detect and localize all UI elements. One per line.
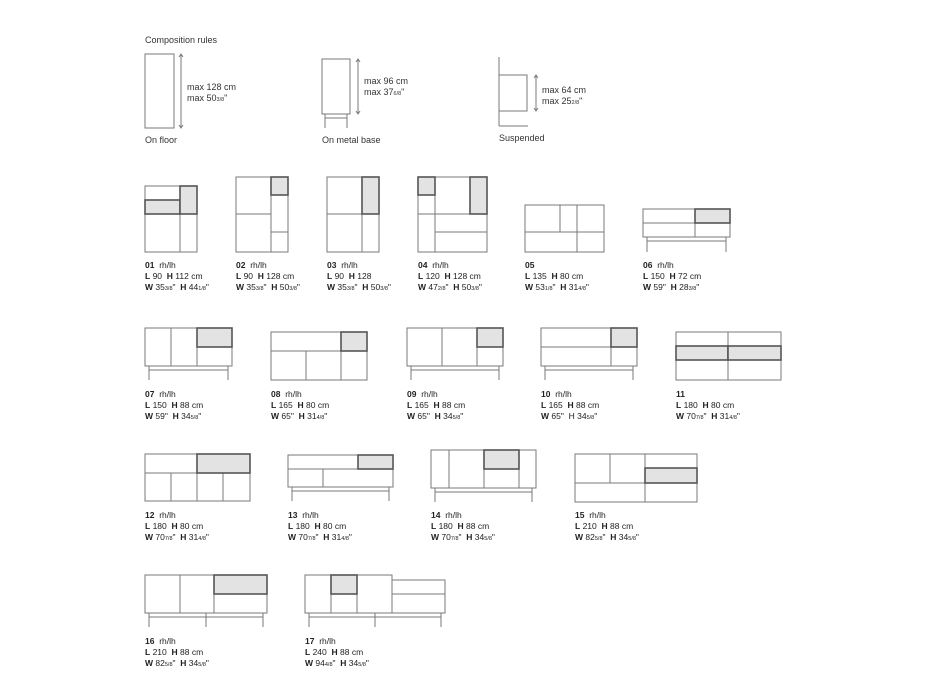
diagram-10	[540, 327, 638, 380]
diagram-17	[304, 574, 446, 627]
caption-14: 14 rh/lh L 180 H 88 cm W 707/8" H 345/8"	[431, 510, 495, 542]
diagram-06	[642, 208, 731, 252]
caption-09: 09 rh/lh L 165 H 88 cm W 65" H 345/8"	[407, 389, 466, 421]
caption-07: 07 rh/lh L 150 H 88 cm W 59" H 345/8"	[145, 389, 204, 421]
caption-10: 10 rh/lh L 165 H 88 cm W 65" H 345/8"	[541, 389, 600, 421]
rule-suspended-label: Suspended	[499, 133, 545, 143]
caption-12: 12 rh/lh L 180 H 80 cm W 707/8" H 314/8"	[145, 510, 209, 542]
caption-17: 17 rh/lh L 240 H 88 cm W 944/8" H 345/8"	[305, 636, 369, 668]
caption-02: 02 rh/lh L 90 H 128 cm W 353/8" H 503/8"	[236, 260, 300, 292]
caption-04: 04 rh/lh L 120 H 128 cm W 472/8" H 503/8…	[418, 260, 482, 292]
rule-on-floor-dims: max 128 cm max 503/8"	[187, 82, 237, 103]
rule-on-floor-label: On floor	[145, 135, 178, 145]
diagram-11	[675, 331, 782, 381]
rule-metal-base-dims: max 96 cm max 376/8"	[364, 76, 409, 97]
diagram-08	[270, 331, 368, 381]
diagram-02	[235, 176, 289, 253]
caption-06: 06 rh/lh L 150 H 72 cm W 59" H 283/8"	[643, 260, 702, 292]
diagram-16	[144, 574, 268, 627]
caption-08: 08 rh/lh L 165 H 80 cm W 65" H 314/8"	[271, 389, 330, 421]
diagram-12	[144, 453, 251, 502]
caption-03: 03 rh/lh L 90 H 128 W 353/8" H 503/8"	[327, 260, 391, 292]
diagram-07	[144, 327, 233, 380]
caption-15: 15 rh/lh L 210 H 88 cm W 825/8" H 345/8"	[575, 510, 639, 542]
diagram-09	[406, 327, 504, 380]
diagram-01	[144, 185, 198, 253]
rule-suspended-dims: max 64 cm max 252/8"	[542, 85, 587, 106]
caption-16: 16 rh/lh L 210 H 88 cm W 825/8" H 345/8"	[145, 636, 209, 668]
section-title: Composition rules	[145, 35, 218, 45]
diagram-04	[417, 176, 488, 253]
rule-metal-base-label: On metal base	[322, 135, 381, 145]
diagram-14	[430, 449, 537, 502]
caption-05: 05 L 135 H 80 cm W 531/8" H 314/8"	[525, 260, 589, 292]
diagram-03	[326, 176, 380, 253]
caption-11: 11 L 180 H 80 cm W 707/8" H 314/8"	[676, 389, 740, 421]
diagram-05	[524, 204, 605, 253]
diagram-13	[287, 454, 394, 501]
caption-01: 01 rh/lh L 90 H 112 cm W 353/8" H 441/8"	[145, 260, 209, 292]
diagram-15	[574, 453, 698, 503]
caption-13: 13 rh/lh L 180 H 80 cm W 707/8" H 314/8"	[288, 510, 352, 542]
